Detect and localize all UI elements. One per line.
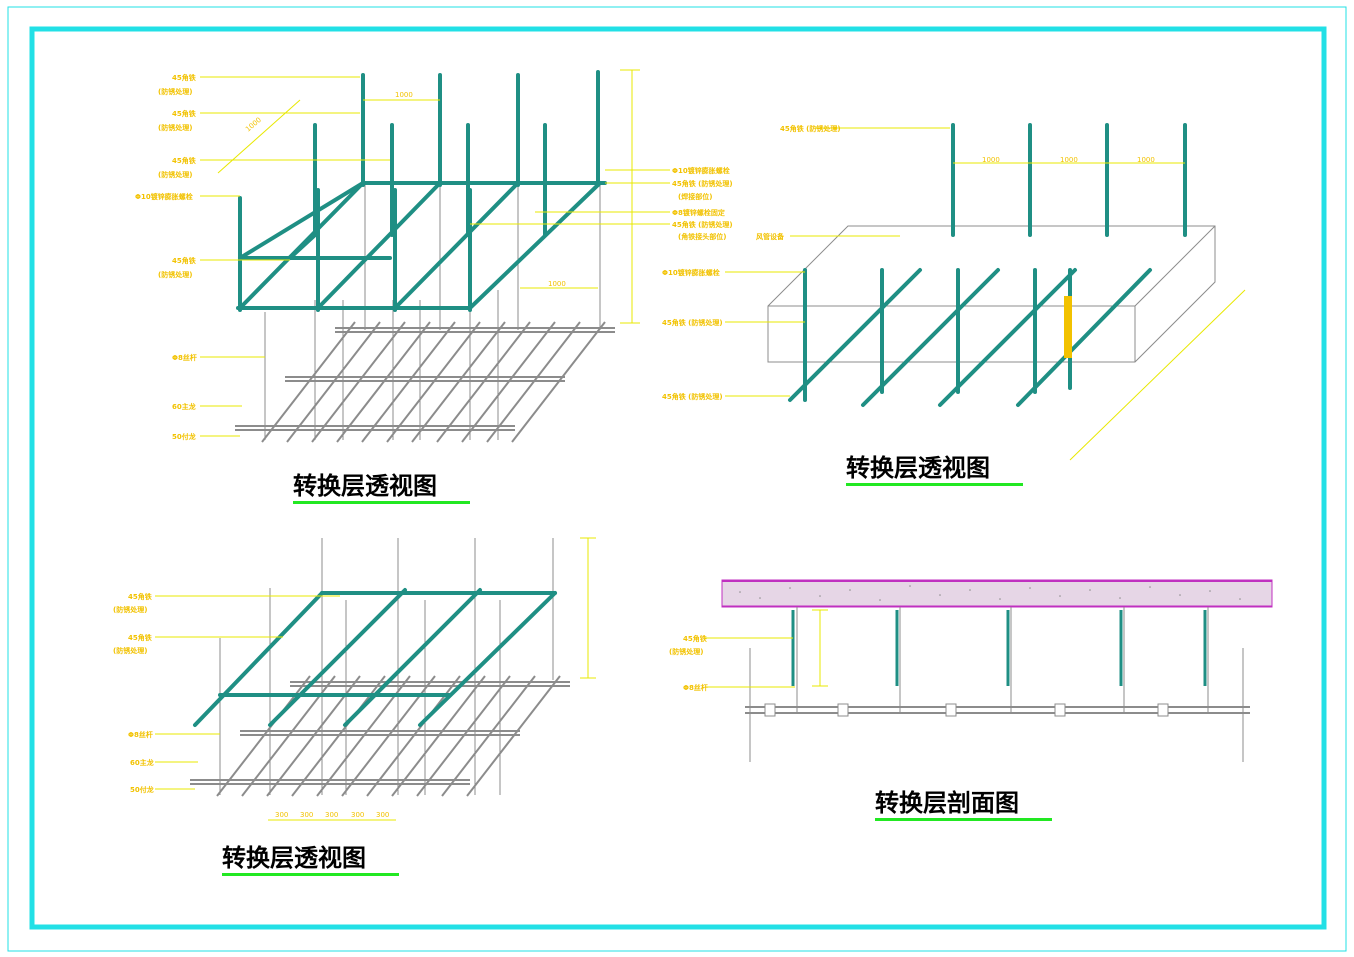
view3-label-4: (防锈处理) <box>113 646 147 655</box>
view1-label-7: Φ10镀锌膨胀螺栓 <box>135 192 193 201</box>
view1-dim-2: 1000 <box>548 280 566 288</box>
view2-label-4: 45角铁 (防锈处理) <box>662 318 723 327</box>
view4-label-2: (防锈处理) <box>669 647 703 656</box>
view1-right-label-2: 45角铁 (防锈处理) <box>672 179 733 188</box>
view3-label-5: Φ8丝杆 <box>128 730 153 739</box>
view2-label-3: Φ10镀锌膨胀螺栓 <box>662 268 720 277</box>
view4-title: 转换层剖面图 <box>875 789 1019 817</box>
view1-label-5: 45角铁 <box>172 156 196 165</box>
view3-label-2: (防锈处理) <box>113 605 147 614</box>
view3-dim-1: 300 <box>275 811 288 819</box>
view2-title-underline <box>846 483 1023 486</box>
view4-title-underline <box>875 818 1052 821</box>
view1-label-1: 45角铁 <box>172 73 196 82</box>
view1-dim-1: 1000 <box>395 91 413 99</box>
concrete-slab <box>721 579 1273 608</box>
view1-label-6: (防锈处理) <box>158 170 192 179</box>
outer-frame <box>7 6 1347 952</box>
view1-right-label-6: (角铁接头部位) <box>678 232 726 241</box>
view3-dim-5: 300 <box>376 811 389 819</box>
view1-label-4: (防锈处理) <box>158 123 192 132</box>
view4-label-3: Φ8丝杆 <box>683 683 708 692</box>
view3-label-3: 45角铁 <box>128 633 152 642</box>
view1-perspective: 1000 1000 1000 45角铁 (防锈处理) 45角铁 (防锈处理) 4… <box>135 69 733 504</box>
view1-label-8: 45角铁 <box>172 256 196 265</box>
view3-label-1: 45角铁 <box>128 592 152 601</box>
view1-right-label-4: Φ8镀锌螺栓固定 <box>672 208 725 217</box>
view1-right-label-1: Φ10镀锌膨胀螺栓 <box>672 166 730 175</box>
view1-dim-3: 1000 <box>244 116 263 134</box>
view4-section: 45角铁 (防锈处理) Φ8丝杆 转换层剖面图 <box>669 579 1273 821</box>
view1-label-2: (防锈处理) <box>158 87 192 96</box>
view1-label-3: 45角铁 <box>172 109 196 118</box>
view3-label-7: 50付龙 <box>130 785 154 794</box>
view1-label-10: Φ8丝杆 <box>172 353 197 362</box>
view1-label-11: 60主龙 <box>172 402 196 411</box>
view2-title: 转换层透视图 <box>846 454 990 482</box>
view2-label-2: 风管设备 <box>756 232 785 241</box>
view2-dim-3: 1000 <box>1137 156 1155 164</box>
view2-dim-1: 1000 <box>982 156 1000 164</box>
view3-title: 转换层透视图 <box>222 844 366 872</box>
view1-label-12: 50付龙 <box>172 432 196 441</box>
view3-dim-3: 300 <box>325 811 338 819</box>
view1-label-9: (防锈处理) <box>158 270 192 279</box>
view3-dim-4: 300 <box>351 811 364 819</box>
inner-frame <box>29 26 1327 930</box>
view3-label-6: 60主龙 <box>130 758 154 767</box>
view2-label-1: 45角铁 (防锈处理) <box>780 124 841 133</box>
view3-title-underline <box>222 873 399 876</box>
view2-dim-2: 1000 <box>1060 156 1078 164</box>
view1-right-label-3: (焊接部位) <box>678 192 712 201</box>
view4-label-1: 45角铁 <box>683 634 707 643</box>
view2-label-5: 45角铁 (防锈处理) <box>662 392 723 401</box>
view2-perspective: 1000 1000 1000 45角铁 (防锈处理) 风管设备 Φ10镀锌膨胀螺… <box>662 123 1246 486</box>
view1-title-underline <box>293 501 470 504</box>
view3-perspective: 300 300 300 300 300 45角铁 (防锈处理) 45角铁 (防锈… <box>113 537 596 876</box>
view1-right-label-5: 45角铁 (防锈处理) <box>672 220 733 229</box>
view1-title: 转换层透视图 <box>293 472 437 500</box>
view2-dim-marker <box>1064 296 1072 358</box>
view3-dim-2: 300 <box>300 811 313 819</box>
